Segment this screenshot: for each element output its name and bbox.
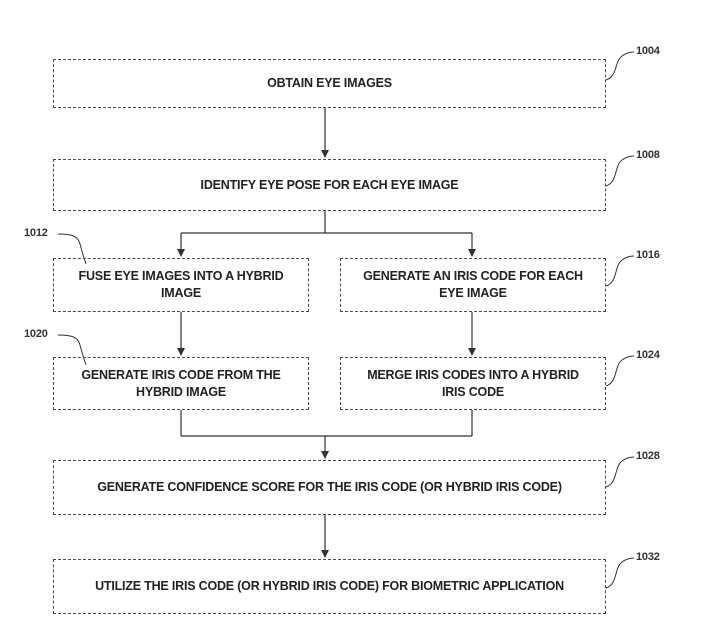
ref-1032: 1032 bbox=[636, 551, 660, 563]
step-1016-box: GENERATE AN IRIS CODE FOR EACH EYE IMAGE bbox=[340, 258, 606, 312]
leader-1020 bbox=[57, 334, 87, 366]
step-1008-box: IDENTIFY EYE POSE FOR EACH EYE IMAGE bbox=[53, 159, 606, 211]
leader-1004 bbox=[605, 51, 635, 81]
step-1028-label: GENERATE CONFIDENCE SCORE FOR THE IRIS C… bbox=[97, 480, 562, 494]
ref-1008: 1008 bbox=[636, 149, 660, 161]
ref-1020: 1020 bbox=[24, 328, 48, 340]
ref-1016: 1016 bbox=[636, 249, 660, 261]
step-1012-label-line1: FUSE EYE IMAGES INTO A HYBRID bbox=[78, 269, 284, 283]
step-1020-box: GENERATE IRIS CODE FROM THE HYBRID IMAGE bbox=[53, 357, 309, 410]
step-1004-box: OBTAIN EYE IMAGES bbox=[53, 59, 606, 108]
step-1012-box: FUSE EYE IMAGES INTO A HYBRID IMAGE bbox=[53, 258, 309, 312]
leader-1016 bbox=[605, 255, 635, 287]
leader-1024 bbox=[605, 355, 635, 387]
leader-1008 bbox=[605, 155, 635, 187]
step-1016-label-line1: GENERATE AN IRIS CODE FOR EACH bbox=[363, 269, 583, 283]
ref-1024: 1024 bbox=[636, 349, 660, 361]
step-1016-label-line2: EYE IMAGE bbox=[439, 286, 507, 300]
step-1032-box: UTILIZE THE IRIS CODE (OR HYBRID IRIS CO… bbox=[53, 559, 606, 614]
ref-1012: 1012 bbox=[24, 227, 48, 239]
leader-1028 bbox=[605, 456, 635, 488]
step-1008-label: IDENTIFY EYE POSE FOR EACH EYE IMAGE bbox=[200, 177, 459, 192]
leader-1032 bbox=[605, 557, 635, 589]
step-1024-box: MERGE IRIS CODES INTO A HYBRID IRIS CODE bbox=[340, 357, 606, 410]
step-1032-label: UTILIZE THE IRIS CODE (OR HYBRID IRIS CO… bbox=[95, 579, 564, 593]
ref-1028: 1028 bbox=[636, 450, 660, 462]
step-1024-label-line2: IRIS CODE bbox=[441, 384, 505, 399]
step-1004-label: OBTAIN EYE IMAGES bbox=[267, 76, 392, 90]
step-1020-label-line1: GENERATE IRIS CODE FROM THE bbox=[81, 367, 281, 382]
step-1024-label-line1: MERGE IRIS CODES INTO A HYBRID bbox=[367, 367, 579, 382]
step-1012-label-line2: IMAGE bbox=[161, 286, 201, 300]
step-1028-box: GENERATE CONFIDENCE SCORE FOR THE IRIS C… bbox=[53, 460, 606, 515]
ref-1004: 1004 bbox=[636, 45, 660, 57]
step-1020-label-line2: HYBRID IMAGE bbox=[136, 384, 226, 399]
